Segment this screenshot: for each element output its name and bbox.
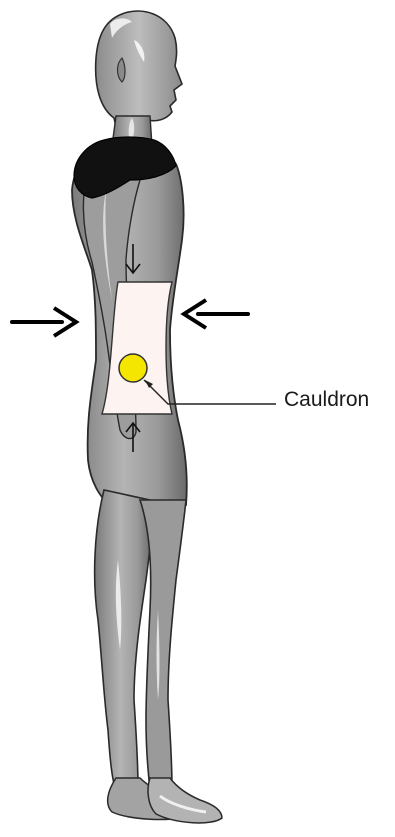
cauldron-dot (119, 354, 147, 382)
arrow-left-icon (184, 300, 248, 328)
legs (95, 490, 186, 794)
feet (108, 778, 222, 823)
arrow-right-icon (12, 308, 76, 336)
cauldron-label: Cauldron (284, 388, 369, 412)
